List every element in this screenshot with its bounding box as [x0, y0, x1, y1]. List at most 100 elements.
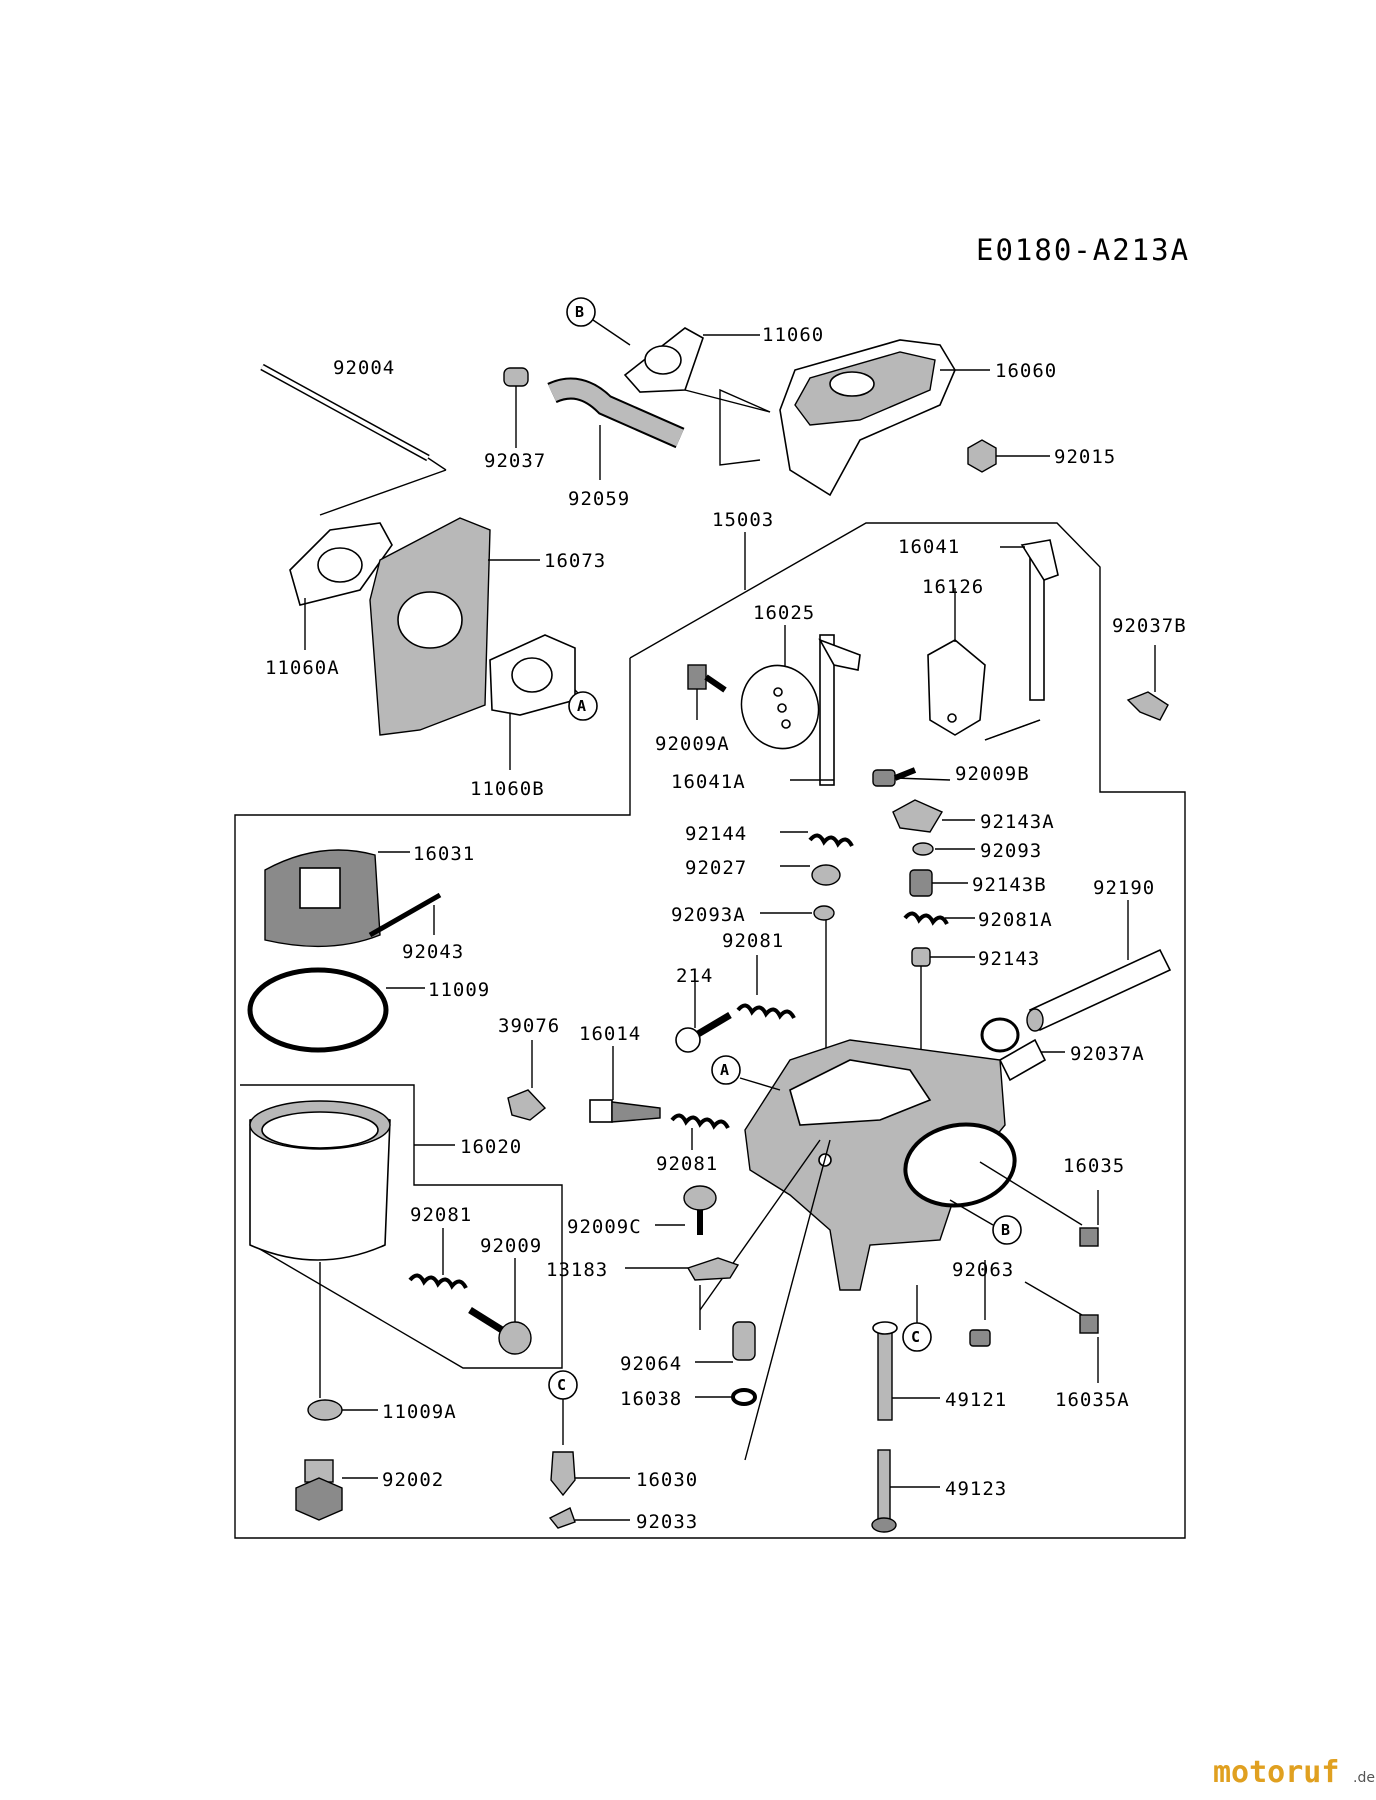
screw-214: [675, 982, 732, 1053]
air-horn-16060: [779, 339, 990, 497]
washer-92093A: [760, 905, 835, 1050]
callout-c-left-label: C: [557, 1376, 566, 1394]
callout-a-top: A: [568, 691, 598, 721]
part-labels: 11060 16060 92004 92037 92015 92059 1500…: [265, 324, 1187, 1533]
hose-92059: [547, 377, 685, 480]
part-label: 49123: [945, 1478, 1007, 1500]
spring-92081-mid: [670, 1113, 730, 1150]
callout-b-top: B: [566, 297, 631, 346]
screw-16035: [979, 1161, 1099, 1247]
part-label: 16020: [460, 1136, 522, 1158]
part-label: 92081: [722, 930, 784, 952]
spring-92081A: [903, 911, 975, 926]
needle-16030: [550, 1451, 630, 1497]
part-label: 15003: [712, 509, 774, 531]
part-label: 49121: [945, 1389, 1007, 1411]
part-label: 92081A: [978, 909, 1053, 931]
callout-b-top-label: B: [575, 303, 584, 321]
part-label: 92143: [978, 948, 1040, 970]
part-label: 16073: [544, 550, 606, 572]
throttle-shaft-16041: [984, 539, 1059, 741]
part-label: 16035: [1063, 1155, 1125, 1177]
choke-plate-16025: [740, 625, 820, 750]
clip-92037B: [1126, 645, 1169, 721]
part-label: 92144: [685, 823, 747, 845]
part-label: 39076: [498, 1015, 560, 1037]
part-label: 92093A: [671, 904, 746, 926]
part-label: 11060: [762, 324, 824, 346]
part-label: 16014: [579, 1023, 641, 1045]
callout-a-body: A: [711, 1055, 781, 1091]
callout-b-body-label: B: [1001, 1221, 1010, 1239]
washer-92093: [912, 842, 975, 856]
pipe-92190: [1026, 900, 1172, 1032]
part-label: 92190: [1093, 877, 1155, 899]
part-label: 11009: [428, 979, 490, 1001]
emulsion-tube-49121: [872, 1321, 940, 1421]
screw-92009A: [687, 664, 727, 720]
part-label: 92093: [980, 840, 1042, 862]
part-label: 11060B: [470, 778, 545, 800]
part-label: 92002: [382, 1469, 444, 1491]
part-label: 214: [676, 965, 713, 987]
callout-c-body: C: [902, 1285, 932, 1352]
spring-92081-top: [736, 955, 796, 1020]
part-label: 16035A: [1055, 1389, 1130, 1411]
pin-92043: [368, 892, 442, 938]
gasket-11060A: [289, 522, 393, 650]
part-label: 92033: [636, 1511, 698, 1533]
watermark-text: motoruf: [1213, 1755, 1339, 1790]
part-label: 92064: [620, 1353, 682, 1375]
part-label: 13183: [546, 1259, 608, 1281]
pilot-screw-16014: [589, 1046, 661, 1123]
bracket-39076: [507, 1040, 547, 1121]
part-label: 16041: [898, 536, 960, 558]
nut-92015: [967, 439, 1050, 473]
diagram-code: E0180-A213A: [976, 233, 1190, 267]
callout-c-left: C: [548, 1370, 578, 1445]
clip-92033: [548, 1507, 630, 1529]
part-label: 92063: [952, 1259, 1014, 1281]
screw-92009B: [872, 767, 951, 787]
watermark-logo: motoruf .de: [1213, 1755, 1375, 1790]
part-label: 92037B: [1112, 615, 1187, 637]
o-ring-16038: [695, 1388, 757, 1406]
lever-92143A: [892, 799, 975, 833]
spring-92081-low: [408, 1228, 468, 1290]
part-label: 92009C: [567, 1216, 642, 1238]
clip-92037A: [980, 1017, 1065, 1053]
assembly-boundary: [234, 522, 1186, 1539]
part-label: 92009A: [655, 733, 730, 755]
gasket-11060: [623, 327, 771, 466]
part-label: 92143B: [972, 874, 1047, 896]
float-bowl-16020: [249, 1100, 455, 1261]
o-ring-11009: [247, 967, 425, 1053]
part-label: 16031: [413, 843, 475, 865]
throttle-plate-16126: [927, 588, 986, 736]
part-label: 92059: [568, 488, 630, 510]
watermark-suffix: .de: [1353, 1770, 1375, 1786]
part-label: 92009B: [955, 763, 1030, 785]
part-label: 92081: [656, 1153, 718, 1175]
part-label: 92043: [402, 941, 464, 963]
callout-a-top-label: A: [577, 697, 586, 715]
spring-92144: [780, 831, 854, 848]
plug-92002: [295, 1459, 378, 1521]
part-label: 16126: [922, 576, 984, 598]
part-label: 92037: [484, 450, 546, 472]
gasket-11060B: [489, 634, 586, 770]
screw-92009C: [655, 1185, 717, 1235]
part-label: 16025: [753, 602, 815, 624]
part-label: 92015: [1054, 446, 1116, 468]
part-label: 92143A: [980, 811, 1055, 833]
callout-c-body-label: C: [911, 1328, 920, 1346]
carburetor-body: [699, 1038, 1047, 1461]
part-label: 92009: [480, 1235, 542, 1257]
callout-b-body: B: [949, 1199, 1022, 1245]
part-label: 16041A: [671, 771, 746, 793]
washer-11009A: [307, 1262, 378, 1421]
part-label: 11009A: [382, 1401, 457, 1423]
spacer-16073: [369, 517, 540, 736]
part-label: 92004: [333, 357, 395, 379]
